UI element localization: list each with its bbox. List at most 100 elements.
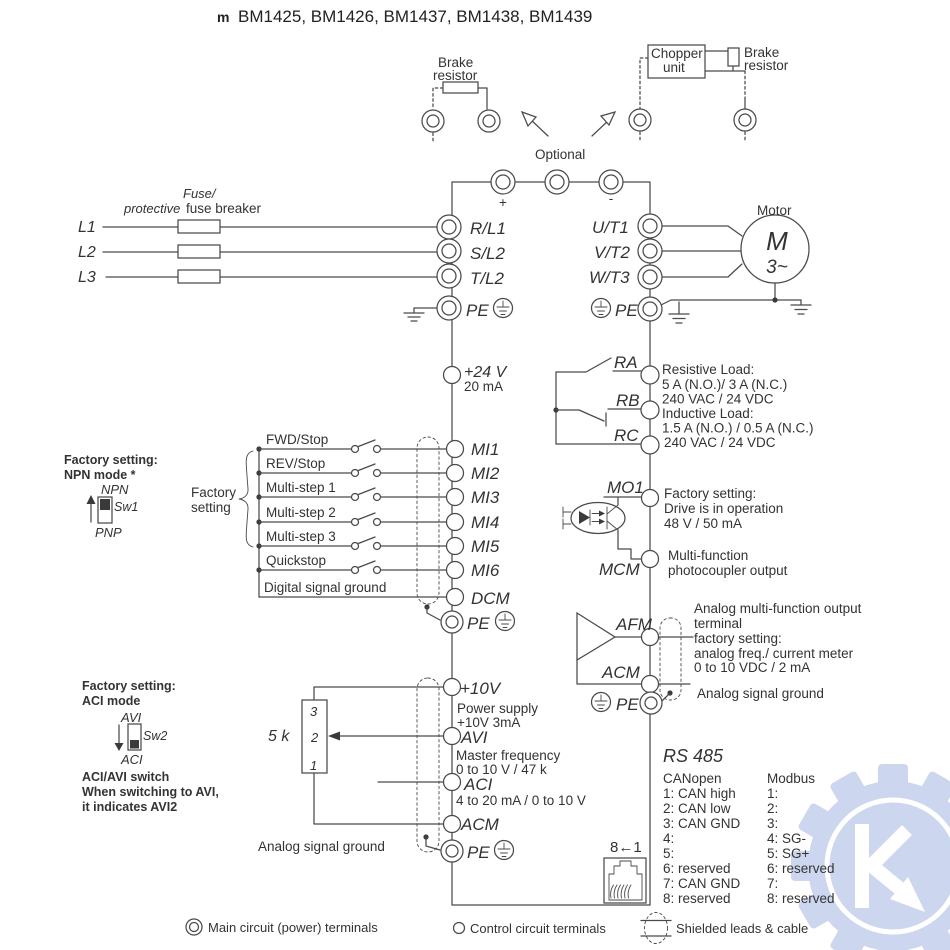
- terminal-pe-afm: PE: [616, 695, 639, 714]
- terminal-aci: ACI: [463, 775, 493, 794]
- terminal-mi5: MI5: [471, 537, 500, 556]
- svg-text:8: reserved: 8: reserved: [767, 891, 835, 906]
- terminal-mo1: MO1: [607, 478, 644, 497]
- svg-text:6: reserved: 6: reserved: [767, 861, 835, 876]
- svg-text:5: SG+: 5: SG+: [767, 846, 810, 861]
- svg-text:When switching to AVI,: When switching to AVI,: [82, 785, 219, 799]
- digital-input-row: FWD/Stop MI1: [256, 432, 499, 459]
- svg-text:analog freq./ current meter: analog freq./ current meter: [694, 646, 854, 661]
- svg-text:2: CAN low: 2: CAN low: [663, 801, 731, 816]
- input-label: REV/Stop: [266, 456, 325, 471]
- digital-input-row: REV/Stop MI2: [256, 456, 500, 483]
- rj45-port-icon: [603, 857, 647, 904]
- input-label: Multi-step 2: [266, 505, 336, 520]
- terminal-mi3: MI3: [471, 488, 500, 507]
- svg-text:photocoupler output: photocoupler output: [668, 563, 788, 578]
- modbus-header: Modbus: [767, 771, 815, 786]
- analog-inputs: 3 2 1 5 k +10V Power supply +10V 3mA AVI…: [258, 677, 586, 863]
- svg-text:Inductive Load:: Inductive Load:: [662, 406, 754, 421]
- shielded-cable-icon: [640, 912, 672, 944]
- terminal-v-t2: V/T2: [594, 243, 630, 262]
- svg-text:3: CAN GND: 3: CAN GND: [663, 816, 741, 831]
- chopper-unit-assembly: Chopper unit Brake resistor: [628, 44, 789, 143]
- rs485-section: RS 485 CANopen 1: CAN high 2: CAN low 3:…: [603, 746, 835, 906]
- terminal-24v: +24 V: [464, 364, 508, 381]
- terminal-acm-in: ACM: [460, 815, 500, 834]
- svg-text:+10V 3mA: +10V 3mA: [457, 715, 520, 730]
- chopper-brake-resistor-label: Brake: [744, 45, 779, 60]
- chopper-unit-label: Chopper: [651, 46, 703, 61]
- legend-shield-label: Shielded leads & cable: [676, 921, 808, 936]
- svg-text:resistor: resistor: [433, 68, 478, 83]
- svg-text:1.5 A (N.O.) / 0.5 A (N.C.): 1.5 A (N.O.) / 0.5 A (N.C.): [662, 421, 814, 436]
- digital-input-row: Multi-step 3 MI5: [256, 529, 500, 556]
- motor-m: M: [766, 226, 788, 256]
- mains-input: Fuse/ protective fuse breaker L1 L2 L3 R…: [78, 186, 514, 322]
- terminal-pe-analog: PE: [467, 843, 490, 862]
- terminal-acm-out: ACM: [601, 663, 641, 682]
- terminal-pe-digital: PE: [467, 614, 490, 633]
- svg-text:240 VAC / 24 VDC: 240 VAC / 24 VDC: [664, 435, 776, 450]
- canopen-header: CANopen: [663, 771, 722, 786]
- svg-text:4:: 4:: [663, 831, 674, 846]
- rj45-pin-order-label: 8←1: [610, 839, 642, 856]
- brake-resistor-assembly: Brake resistor: [421, 55, 501, 144]
- terminal-mi4: MI4: [471, 513, 499, 532]
- avi-desc: Master frequency: [456, 748, 561, 763]
- svg-text:1:: 1:: [767, 786, 778, 801]
- analog-output: AFM ACM PE Analog multi-function output …: [576, 601, 862, 715]
- terminal-mi2: MI2: [471, 464, 500, 483]
- input-label: Digital signal ground: [264, 580, 386, 595]
- fuse-symbol: [177, 219, 221, 234]
- avi-label: AVI: [120, 710, 142, 725]
- svg-text:8: reserved: 8: reserved: [663, 891, 731, 906]
- dc-minus-label: -: [609, 191, 614, 206]
- terminal-dcm: DCM: [471, 589, 511, 608]
- earth-ground-icon: [668, 301, 690, 324]
- motor-label: Motor: [757, 203, 792, 218]
- svg-text:factory setting:: factory setting:: [694, 631, 782, 646]
- svg-text:resistor: resistor: [744, 58, 789, 73]
- control-terminal-icon: [452, 921, 466, 935]
- title-bullet: m: [217, 9, 229, 25]
- svg-text:240 VAC / 24 VDC: 240 VAC / 24 VDC: [662, 392, 774, 407]
- earth-ground-icon: [790, 299, 812, 315]
- aci-mode-block: Factory setting: ACI mode AVI Sw2 ACI AC…: [82, 679, 219, 814]
- resistor-symbol: [727, 47, 740, 67]
- power-24v: +24 V 20 mA: [442, 364, 508, 394]
- chopper-unit-box: [647, 44, 706, 79]
- terminal-avi: AVI: [460, 728, 488, 747]
- relay-output: RA RB RC Resistive Load: 5 A (N.O.)/ 3 A…: [553, 353, 814, 455]
- svg-text:it indicates AVI2: it indicates AVI2: [82, 800, 177, 814]
- terminal-ra: RA: [614, 353, 638, 372]
- optional-label: Optional: [535, 147, 585, 162]
- svg-text:NPN mode *: NPN mode *: [64, 468, 136, 482]
- aci-desc: 4 to 20 mA / 0 to 10 V: [456, 793, 586, 808]
- dc-bus-terminals: + -: [490, 169, 624, 210]
- aci-avi-note: ACI/AVI switch: [82, 770, 169, 784]
- svg-text:Multi-function: Multi-function: [668, 548, 748, 563]
- svg-text:3:: 3:: [767, 816, 778, 831]
- relay-spec: Resistive Load:: [662, 362, 754, 377]
- factory-setting-brace-label: Factory: [191, 485, 236, 500]
- legend-main-label: Main circuit (power) terminals: [208, 920, 378, 935]
- input-label: Quickstop: [266, 553, 326, 568]
- svg-text:unit: unit: [663, 60, 685, 75]
- mo1-desc: Factory setting:: [664, 486, 756, 501]
- sw1-label: Sw1: [114, 500, 138, 514]
- input-label: FWD/Stop: [266, 432, 328, 447]
- terminal-t-l2: T/L2: [470, 269, 505, 288]
- npn-mode-block: Factory setting: NPN mode * NPN Sw1 PNP: [64, 453, 158, 540]
- pot-pin-2: 2: [310, 730, 319, 745]
- pnp-label: PNP: [95, 525, 122, 540]
- pot-value-label: 5 k: [268, 728, 290, 745]
- sw2-label: Sw2: [143, 729, 167, 743]
- shield-boundary: [416, 436, 440, 605]
- input-label: Multi-step 3: [266, 529, 336, 544]
- fuse-label: Fuse/: [183, 186, 217, 201]
- fuse-symbol: [177, 244, 221, 259]
- terminal-w-t3: W/T3: [589, 268, 630, 287]
- aci-factory-setting-label: Factory setting:: [82, 679, 176, 693]
